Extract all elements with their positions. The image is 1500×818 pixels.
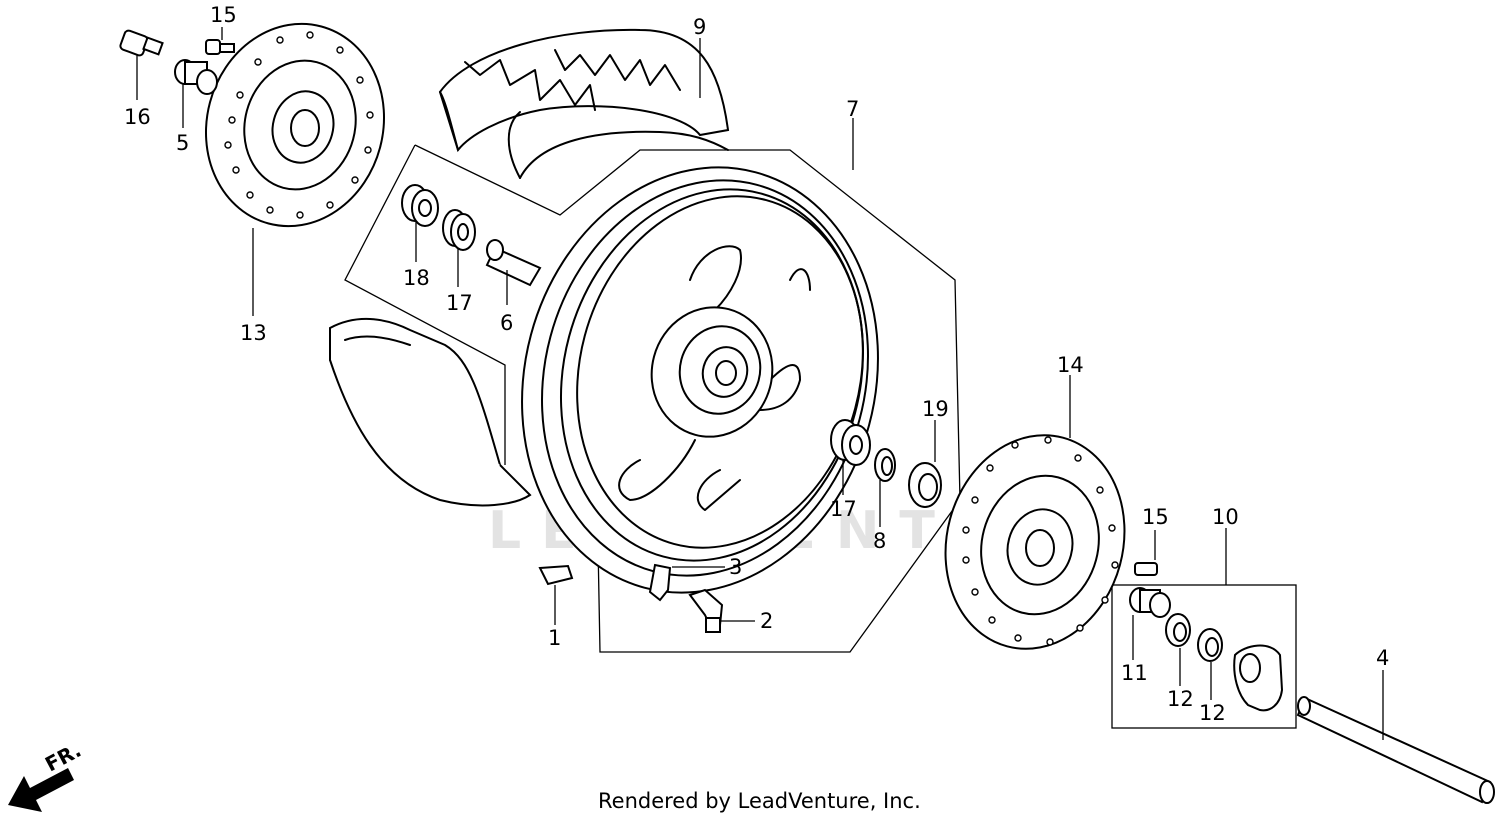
tire-lower-part xyxy=(329,317,532,507)
callout-2: 2 xyxy=(760,609,773,633)
rendered-by-caption: Rendered by LeadVenture, Inc. xyxy=(598,789,921,813)
seal-17-top-part xyxy=(442,209,476,251)
callout-13: 13 xyxy=(240,321,267,345)
clip-1-part xyxy=(538,564,574,586)
callout-7: 7 xyxy=(846,97,859,121)
seal-19-part xyxy=(908,462,942,508)
gearbox-assembly-boundary xyxy=(1111,584,1297,729)
callout-18: 18 xyxy=(403,266,430,290)
weight-3-part xyxy=(648,563,672,602)
tire-part xyxy=(438,28,730,179)
callout-10: 10 xyxy=(1212,505,1239,529)
callout-lines xyxy=(136,27,1384,740)
brake-disc-left-part xyxy=(204,22,386,228)
collar-5-part xyxy=(174,59,218,95)
callout-17-right: 17 xyxy=(830,497,857,521)
callout-11: 11 xyxy=(1121,661,1148,685)
bearing-17-right-part xyxy=(830,419,871,466)
washer-12b-part xyxy=(1197,628,1223,662)
callout-3: 3 xyxy=(729,555,742,579)
callout-5: 5 xyxy=(176,131,189,155)
axle-4-part xyxy=(1296,696,1495,804)
callout-12-a: 12 xyxy=(1167,687,1194,711)
callout-4: 4 xyxy=(1376,646,1389,670)
callout-12-b: 12 xyxy=(1199,701,1226,725)
front-direction-label: FR. xyxy=(41,738,85,777)
callout-15-top: 15 xyxy=(210,3,237,27)
callout-16: 16 xyxy=(124,105,151,129)
wheel-assembly-boundary xyxy=(344,144,961,653)
ring-8-part xyxy=(874,448,896,482)
bearing-18-part xyxy=(401,184,439,227)
callout-14: 14 xyxy=(1057,353,1084,377)
wheel-rim-part xyxy=(521,166,879,594)
front-arrow-icon xyxy=(8,768,74,812)
callout-19: 19 xyxy=(922,397,949,421)
gear-11-part xyxy=(1129,587,1171,618)
gearbox-part xyxy=(1233,644,1284,712)
callout-8: 8 xyxy=(873,529,886,553)
front-direction-indicator: FR. xyxy=(8,738,85,812)
callout-1: 1 xyxy=(548,626,561,650)
brake-disc-right-part xyxy=(944,434,1126,650)
disc-right-holes xyxy=(962,436,1119,646)
callout-6: 6 xyxy=(500,311,513,335)
spacer-6-part xyxy=(485,239,542,287)
callout-17-top: 17 xyxy=(446,291,473,315)
callout-numbers: 15 16 5 13 18 17 6 9 7 17 8 19 14 15 10 … xyxy=(124,3,1389,725)
bolt-15-top-part xyxy=(205,39,235,55)
callout-9: 9 xyxy=(693,15,706,39)
washer-12a-part xyxy=(1165,613,1191,647)
valve-2-part xyxy=(688,588,724,633)
disc-left-holes xyxy=(224,31,374,219)
callout-15-right: 15 xyxy=(1142,505,1169,529)
bolt-15-right-part xyxy=(1134,562,1158,576)
bolt-16-part xyxy=(119,29,164,57)
